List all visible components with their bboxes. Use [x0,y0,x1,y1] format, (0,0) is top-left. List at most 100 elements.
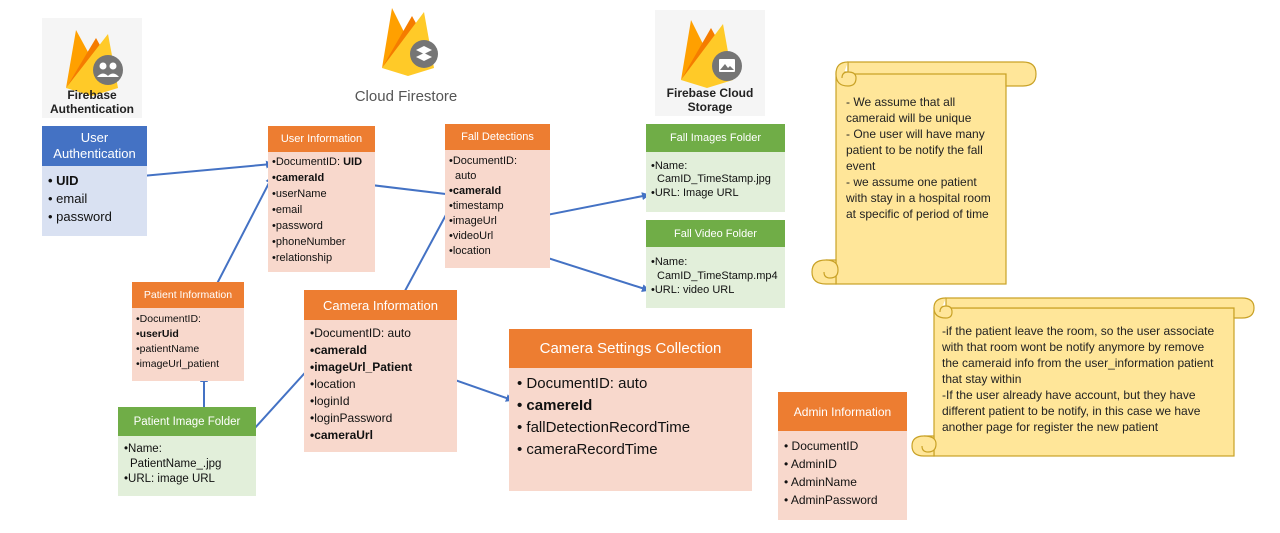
falldetection-field: •imageUrl [449,215,497,227]
fall-video-folder-box: Fall Video Folder •Name: CamID_TimeStamp… [646,220,785,308]
patient-room-scroll-note: -if the patient leave the room, so the u… [910,296,1256,458]
admin-information-box: Admin Information • DocumentID • AdminID… [778,392,907,520]
camerasettings-field-label: camereId [526,397,593,414]
userinfo-field: •phoneNumber [272,236,346,248]
camerainfo-field: •location [310,377,356,391]
camera-settings-collection-body: • DocumentID: auto • camereId • fallDete… [509,368,752,491]
camerainfo-field: •DocumentID: auto [310,326,411,340]
note2-line: another page for register the new patien… [942,420,1159,434]
patientinfo-field: •userUid [136,328,179,340]
note1-line: event [846,159,876,173]
note2-line: different patient to be notify, in this … [942,404,1201,418]
falldetection-field: •videoUrl [449,230,494,242]
user-authentication-box: User Authentication • UID • email • pass… [42,126,147,236]
note1-line: cameraid will be unique [846,111,972,125]
note2-line: the cameraid info from the user_informat… [942,356,1214,370]
camerasettings-field-label: fallDetectionRecordTime [526,419,691,436]
fall-video-field: •URL: video URL [651,284,735,296]
falldetection-field: •timestamp [449,200,504,212]
note2-line: with that room wont be notify anymore by… [942,340,1205,354]
falldetection-field: •DocumentID: [449,155,518,167]
storage-logo-caption: Firebase Cloud Storage [655,86,765,114]
firebase-flame-icon [681,20,742,88]
admininfo-field: • AdminName [784,475,857,489]
camerainfo-field: •cameraUrl [310,428,373,442]
note1-line: - One user will have many [846,127,985,141]
fall-images-field: •Name: [651,160,688,172]
admininfo-field-label: DocumentID [791,439,859,453]
scroll-shape [811,61,1037,285]
camerasettings-field: • camereId [517,397,593,414]
camera-information-title: Camera Information [304,290,457,320]
auth-field-uid: • UID [48,173,79,188]
user-authentication-body: • UID • email • password [42,166,147,236]
patient-room-note-text: -if the patient leave the room, so the u… [942,323,1242,435]
firebase-storage-logo: Firebase Cloud Storage [655,10,765,116]
firebase-flame-icon [382,8,438,76]
patientinfo-field: •imageUrl_patient [136,358,220,370]
falldetection-field: auto [455,170,477,182]
storage-caption-line1: Firebase Cloud [666,86,754,100]
user-information-body: •DocumentID: UID •cameraId •userName •em… [268,152,375,272]
camerasettings-field: • cameraRecordTime [517,441,658,458]
camerainfo-field: •cameraId [310,343,367,357]
patient-image-field: •Name: [124,443,162,455]
admininfo-field: • AdminPassword [784,493,878,507]
fall-images-folder-box: Fall Images Folder •Name: CamID_TimeStam… [646,124,785,212]
userinfo-field: •password [272,220,323,232]
note2-line: -if the patient leave the room, so the u… [942,324,1215,338]
patient-image-folder-box: Patient Image Folder •Name: PatientName_… [118,407,256,496]
patient-image-field: •URL: image URL [124,473,215,485]
storage-caption-line2: Storage [687,100,733,114]
userinfo-field: •relationship [272,252,333,264]
fall-images-folder-body: •Name: CamID_TimeStamp.jpg •URL: Image U… [646,152,785,212]
fall-detections-body: •DocumentID: auto •cameraId •timestamp •… [445,150,550,268]
userinfo-field: •cameraId [272,172,325,184]
note2-line: that stay within [942,372,1022,386]
fall-video-folder-body: •Name: CamID_TimeStamp.mp4 •URL: video U… [646,247,785,308]
admininfo-field: • AdminID [784,457,837,471]
note2-line: -If the user already have account, but t… [942,388,1196,402]
userinfo-field: •DocumentID: UID [272,156,363,168]
userinfo-field: •email [272,204,303,216]
auth-field-uid-label: UID [56,173,79,188]
camerasettings-field: • DocumentID: auto [517,375,648,392]
note1-line: with stay in a hospital room [846,191,991,205]
fall-detections-box: Fall Detections •DocumentID: auto •camer… [445,124,550,268]
auth-field-password-label: password [56,209,112,224]
camerainfo-field: •loginId [310,394,350,408]
firebase-auth-logo: Firebase Authentication [42,18,142,118]
falldetection-field: •location [449,245,491,257]
fall-images-folder-title: Fall Images Folder [646,124,785,152]
patientinfo-field: •DocumentID: [136,313,201,325]
note1-line: patient to be notify the fall [846,143,983,157]
fall-video-folder-title: Fall Video Folder [646,220,785,247]
camerasettings-field-label: cameraRecordTime [526,441,658,458]
admininfo-field: • DocumentID [784,439,859,453]
auth-field-password: • password [48,209,112,224]
camerainfo-field: •imageUrl_Patient [310,360,413,374]
scroll-shape [911,297,1255,457]
camera-settings-collection-box: Camera Settings Collection • DocumentID:… [509,329,752,491]
patient-image-field: PatientName_.jpg [130,458,222,470]
patient-image-folder-title: Patient Image Folder [118,407,256,436]
patient-information-box: Patient Information •DocumentID: •userUi… [132,282,244,381]
camerasettings-field: • fallDetectionRecordTime [517,419,691,436]
admin-information-body: • DocumentID • AdminID • AdminName • Adm… [778,431,907,520]
camera-information-box: Camera Information •DocumentID: auto •ca… [304,290,457,452]
note1-line: - we assume one patient [846,175,977,189]
fall-detections-title: Fall Detections [445,124,550,150]
user-information-box: User Information •DocumentID: UID •camer… [268,126,375,272]
admininfo-field-label: AdminID [790,457,837,471]
cloud-firestore-caption: Cloud Firestore [354,88,458,105]
auth-caption-line1: Firebase [67,88,117,102]
note1-line: at specific of period of time [846,207,989,221]
falldetection-field: •cameraId [449,185,502,197]
assumptions-note-text: - We assume that all cameraid will be un… [846,94,1006,222]
auth-logo-caption: Firebase Authentication [42,88,142,116]
note1-line: - We assume that all [846,95,956,109]
admininfo-field-label: AdminName [790,475,857,489]
firebase-flame-icon [66,30,123,96]
camera-settings-collection-title: Camera Settings Collection [509,329,752,368]
user-information-title: User Information [268,126,375,152]
